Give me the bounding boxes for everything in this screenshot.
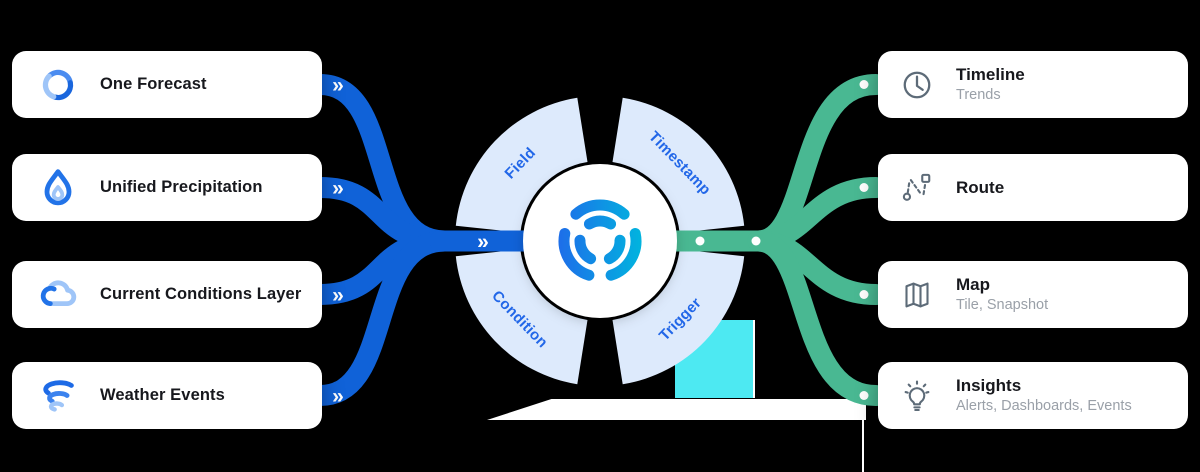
output-card-subtitle: Alerts, Dashboards, Events bbox=[956, 397, 1132, 414]
node-dot bbox=[859, 391, 869, 400]
source-card-label: Unified Precipitation bbox=[100, 178, 263, 196]
output-card-route: Route bbox=[878, 154, 1188, 221]
output-card-map: Map Tile, Snapshot bbox=[878, 261, 1188, 328]
output-card-title: Timeline bbox=[956, 64, 1025, 84]
chevrons-icon: » bbox=[332, 385, 344, 408]
output-card-title: Route bbox=[956, 177, 1005, 197]
source-card-unified-precipitation: Unified Precipitation bbox=[12, 154, 322, 221]
chevrons-icon: » bbox=[332, 177, 344, 200]
output-card-timeline: Timeline Trends bbox=[878, 51, 1188, 118]
output-card-subtitle: Trends bbox=[956, 86, 1001, 103]
node-dot bbox=[859, 80, 869, 89]
cyan-artifact-edge bbox=[753, 320, 755, 398]
hub-center-circle bbox=[523, 164, 677, 318]
node-dot bbox=[859, 183, 869, 192]
droplet-icon bbox=[34, 164, 82, 212]
cyclone-icon bbox=[34, 61, 82, 109]
source-flow-line-4 bbox=[309, 230, 456, 406]
node-dot bbox=[751, 236, 761, 246]
output-flow-line-4 bbox=[747, 230, 887, 406]
lightbulb-icon bbox=[896, 375, 938, 417]
hub-segment-condition bbox=[455, 249, 588, 385]
hub-ring bbox=[455, 97, 745, 385]
source-card-label: Current Conditions Layer bbox=[100, 285, 302, 303]
clock-icon bbox=[896, 64, 938, 106]
source-card-current-conditions: Current Conditions Layer bbox=[12, 261, 322, 328]
flow-node-dots bbox=[695, 80, 869, 400]
chevrons-icon: » bbox=[477, 231, 489, 254]
white-line-artifact bbox=[862, 419, 864, 472]
hub-segment-field bbox=[455, 97, 588, 233]
output-card-title: Insights bbox=[956, 375, 1022, 395]
node-dot bbox=[695, 236, 705, 246]
output-card-title: Map bbox=[956, 274, 990, 294]
hub-segment-timestamp bbox=[612, 97, 745, 233]
output-card-insights: Insights Alerts, Dashboards, Events bbox=[878, 362, 1188, 429]
source-flow-lines bbox=[309, 74, 611, 406]
tomorrow-logo-icon bbox=[558, 199, 642, 281]
source-card-label: Weather Events bbox=[100, 386, 225, 404]
route-icon bbox=[896, 167, 938, 209]
cloud-icon bbox=[34, 271, 82, 319]
white-band-artifact bbox=[487, 399, 866, 420]
output-card-subtitle: Tile, Snapshot bbox=[956, 296, 1049, 313]
source-card-weather-events: Weather Events bbox=[12, 362, 322, 429]
chevrons-icon: » bbox=[332, 284, 344, 307]
map-icon bbox=[896, 274, 938, 316]
tornado-icon bbox=[34, 372, 82, 420]
node-dot bbox=[859, 290, 869, 299]
source-card-one-forecast: One Forecast bbox=[12, 51, 322, 118]
source-card-label: One Forecast bbox=[100, 75, 207, 93]
chevrons-icon: » bbox=[332, 74, 344, 97]
hub-segment-trigger bbox=[612, 249, 745, 385]
